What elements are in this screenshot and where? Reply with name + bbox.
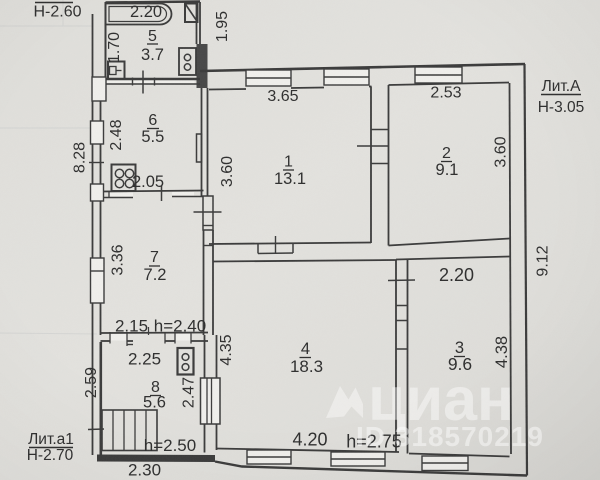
svg-text:циан: циан [368,365,514,433]
svg-text:ID 318570219: ID 318570219 [356,421,544,452]
